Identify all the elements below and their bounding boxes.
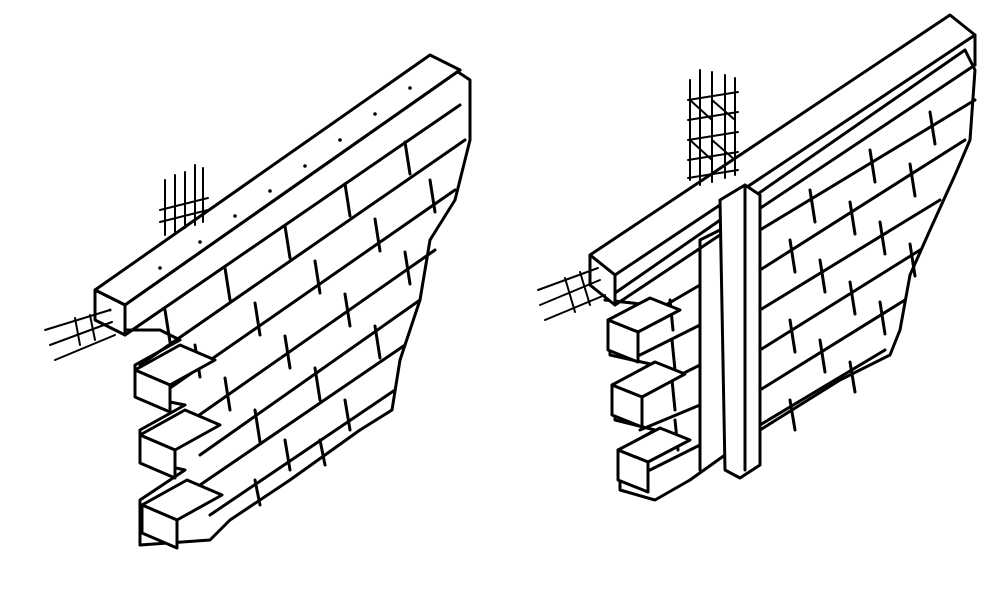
right-protruding-bricks [606, 296, 692, 494]
left-wall-panel [44, 53, 472, 550]
left-vertical-rebar [159, 164, 209, 236]
left-bond-beam-texture [108, 86, 412, 312]
right-brick-courses [638, 98, 977, 472]
right-vertical-rebar [687, 69, 739, 186]
right-wall-outline [603, 48, 977, 502]
left-protruding-bricks [133, 343, 224, 550]
right-wall-panel [537, 13, 977, 502]
left-head-joints [163, 140, 437, 507]
left-horizontal-rebar [44, 309, 116, 361]
left-bond-beam [93, 53, 462, 337]
right-top-beam [588, 13, 977, 307]
right-tie-column [698, 183, 762, 480]
right-horizontal-rebar [537, 267, 606, 321]
